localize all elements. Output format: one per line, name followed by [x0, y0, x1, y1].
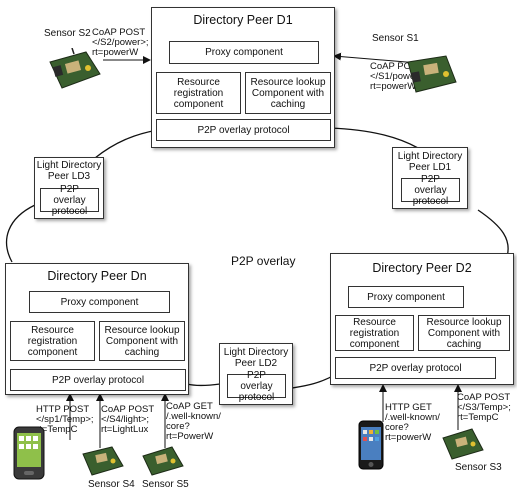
- sensor-s3-label: Sensor S3: [455, 462, 502, 473]
- peer-title: Directory Peer Dn: [6, 269, 188, 283]
- message-s3: CoAP POST </S3/Temp>; rt=TempC: [457, 393, 511, 423]
- sensor-s4-label: Sensor S4: [88, 479, 135, 490]
- p2p-overlay-protocol: P2P overlay protocol: [227, 374, 286, 398]
- p2p-overlay-protocol: P2P overlay protocol: [156, 119, 331, 141]
- sensor-s1-label: Sensor S1: [372, 33, 419, 44]
- resource-lookup-component: Resource lookup Component with caching: [99, 321, 185, 361]
- smartphone-left-icon: [13, 426, 45, 480]
- resource-lookup-component: Resource lookup Component with caching: [245, 72, 331, 114]
- sensor-s3-board-icon: [440, 426, 486, 462]
- sensor-s1-board-icon: [402, 52, 460, 96]
- peer-title: Light Directory Peer LD3: [35, 160, 103, 182]
- sensor-s2-label: Sensor S2: [44, 28, 91, 39]
- directory-peer-dn: Directory Peer Dn Proxy component Resour…: [5, 263, 189, 395]
- sensor-s2-board-icon: [46, 48, 104, 92]
- resource-registration-component: Resource registration component: [335, 315, 414, 351]
- ring-ld2-dn: [187, 384, 220, 386]
- light-directory-peer-ld3: Light Directory Peer LD3 P2P overlay pro…: [34, 157, 104, 219]
- peer-title: Light Directory Peer LD2: [220, 347, 292, 369]
- proxy-component: Proxy component: [348, 286, 464, 308]
- proxy-component: Proxy component: [169, 41, 319, 64]
- ring-d1-ld1: [330, 128, 418, 148]
- message-phone-right: HTTP GET /.well-known/ core? rt=powerW: [385, 403, 440, 443]
- peer-title: Directory Peer D2: [331, 261, 513, 275]
- p2p-overlay-protocol: P2P overlay protocol: [401, 178, 460, 202]
- smartphone-right-icon: [358, 420, 384, 470]
- ring-ld3-d1: [95, 130, 158, 158]
- ring-dn-ld3: [7, 205, 35, 262]
- directory-peer-d2: Directory Peer D2 Proxy component Resour…: [330, 253, 514, 385]
- proxy-component: Proxy component: [29, 291, 170, 313]
- light-directory-peer-ld2: Light Directory Peer LD2 P2P overlay pro…: [219, 343, 293, 405]
- sensor-s4-board-icon: [80, 444, 126, 478]
- p2p-overlay-protocol: P2P overlay protocol: [40, 188, 99, 212]
- resource-registration-component: Resource registration component: [10, 321, 95, 361]
- p2p-overlay-protocol: P2P overlay protocol: [335, 357, 496, 379]
- p2p-overlay-protocol: P2P overlay protocol: [10, 369, 186, 391]
- directory-peer-d1: Directory Peer D1 Proxy component Resour…: [151, 7, 335, 148]
- message-s4: CoAP POST </S4/light>; rt=LightLux: [101, 405, 154, 435]
- light-directory-peer-ld1: Light Directory Peer LD1 P2P overlay pro…: [392, 147, 468, 209]
- sensor-s5-label: Sensor S5: [142, 479, 189, 490]
- peer-title: Light Directory Peer LD1: [393, 151, 467, 173]
- peer-title: Directory Peer D1: [152, 13, 334, 27]
- resource-lookup-component: Resource lookup Component with caching: [418, 315, 510, 351]
- message-s5: CoAP GET /.well-known/ core? rt=PowerW: [166, 402, 221, 442]
- sensor-s5-board-icon: [140, 444, 186, 478]
- resource-registration-component: Resource registration component: [156, 72, 241, 114]
- overlay-label: P2P overlay: [231, 254, 295, 268]
